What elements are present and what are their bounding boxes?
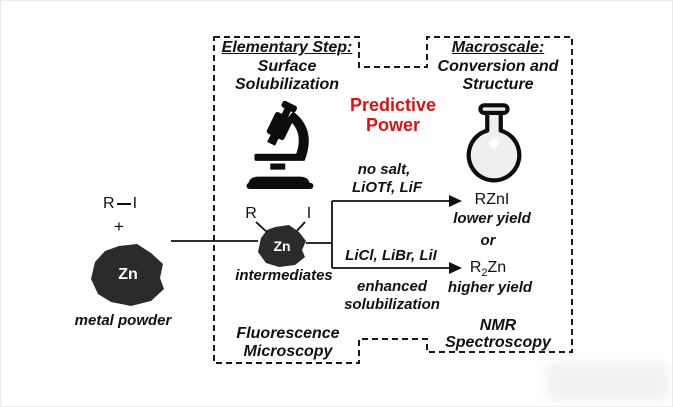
upper-arrow-head (449, 195, 462, 207)
zinc-blob-shape (91, 244, 164, 306)
intermediate-zinc-blob: Zn (258, 225, 306, 267)
intermediate-i-label: I (306, 205, 312, 222)
lower-condition: LiCl, LiBr, LiI (345, 247, 437, 264)
upper-condition-line2: LiOTf, LiF (352, 179, 422, 196)
predictive-power-line1: Predictive (349, 95, 437, 115)
macroscale-subtitle-line2: Structure (462, 76, 534, 93)
elementary-subtitle-line1: Surface (257, 58, 317, 75)
lower-arrow-head (449, 262, 462, 274)
enhanced-note-line2: solubilization (344, 296, 440, 313)
product-r2zn-zn: Zn (487, 259, 507, 276)
fluorescence-footer-line2: Microscopy (243, 343, 333, 360)
lower-yield-note: lower yield (453, 210, 531, 227)
higher-yield-note: higher yield (447, 279, 533, 296)
dashed-boundary (213, 36, 573, 364)
carbon-iodine-bond (116, 203, 131, 205)
product-r2zn-subscript: 2 (481, 267, 488, 280)
nmr-footer-line2: Spectroscopy (445, 334, 551, 351)
zinc-powder-blob: Zn (91, 244, 165, 306)
round-bottom-flask-icon (456, 101, 532, 189)
metal-powder-caption: metal powder (74, 312, 172, 329)
r-group-label: R (103, 195, 115, 212)
zinc-symbol: Zn (118, 266, 138, 283)
product-r2zn: R2Zn (470, 259, 506, 279)
macroscale-subtitle-line1: Conversion and (437, 58, 559, 75)
elementary-subtitle-line2: Solubilization (235, 76, 339, 93)
elementary-step-title: Elementary Step: (221, 39, 353, 56)
macroscale-title: Macroscale: (451, 39, 545, 56)
product-r2zn-r: R (469, 259, 482, 276)
or-label: or (480, 232, 496, 249)
nmr-footer-line1: NMR (479, 317, 517, 334)
intermediate-zinc-symbol: Zn (273, 238, 291, 254)
watermark-smudge (546, 363, 668, 401)
microscope-icon (243, 100, 331, 189)
enhanced-note-line1: enhanced (356, 278, 428, 295)
plus-sign: + (114, 217, 124, 236)
product-rzni: RZnI (474, 191, 510, 208)
intermediate-r-label: R (245, 205, 257, 222)
intermediates-caption: intermediates (235, 267, 333, 284)
iodine-label: I (132, 195, 138, 212)
upper-condition-line1: no salt, (357, 161, 411, 178)
intermediate-blob-shape (258, 225, 306, 267)
alkyl-iodide-formula: R I (103, 195, 137, 213)
predictive-power-line2: Power (365, 115, 421, 135)
fluorescence-footer-line1: Fluorescence (236, 325, 340, 342)
